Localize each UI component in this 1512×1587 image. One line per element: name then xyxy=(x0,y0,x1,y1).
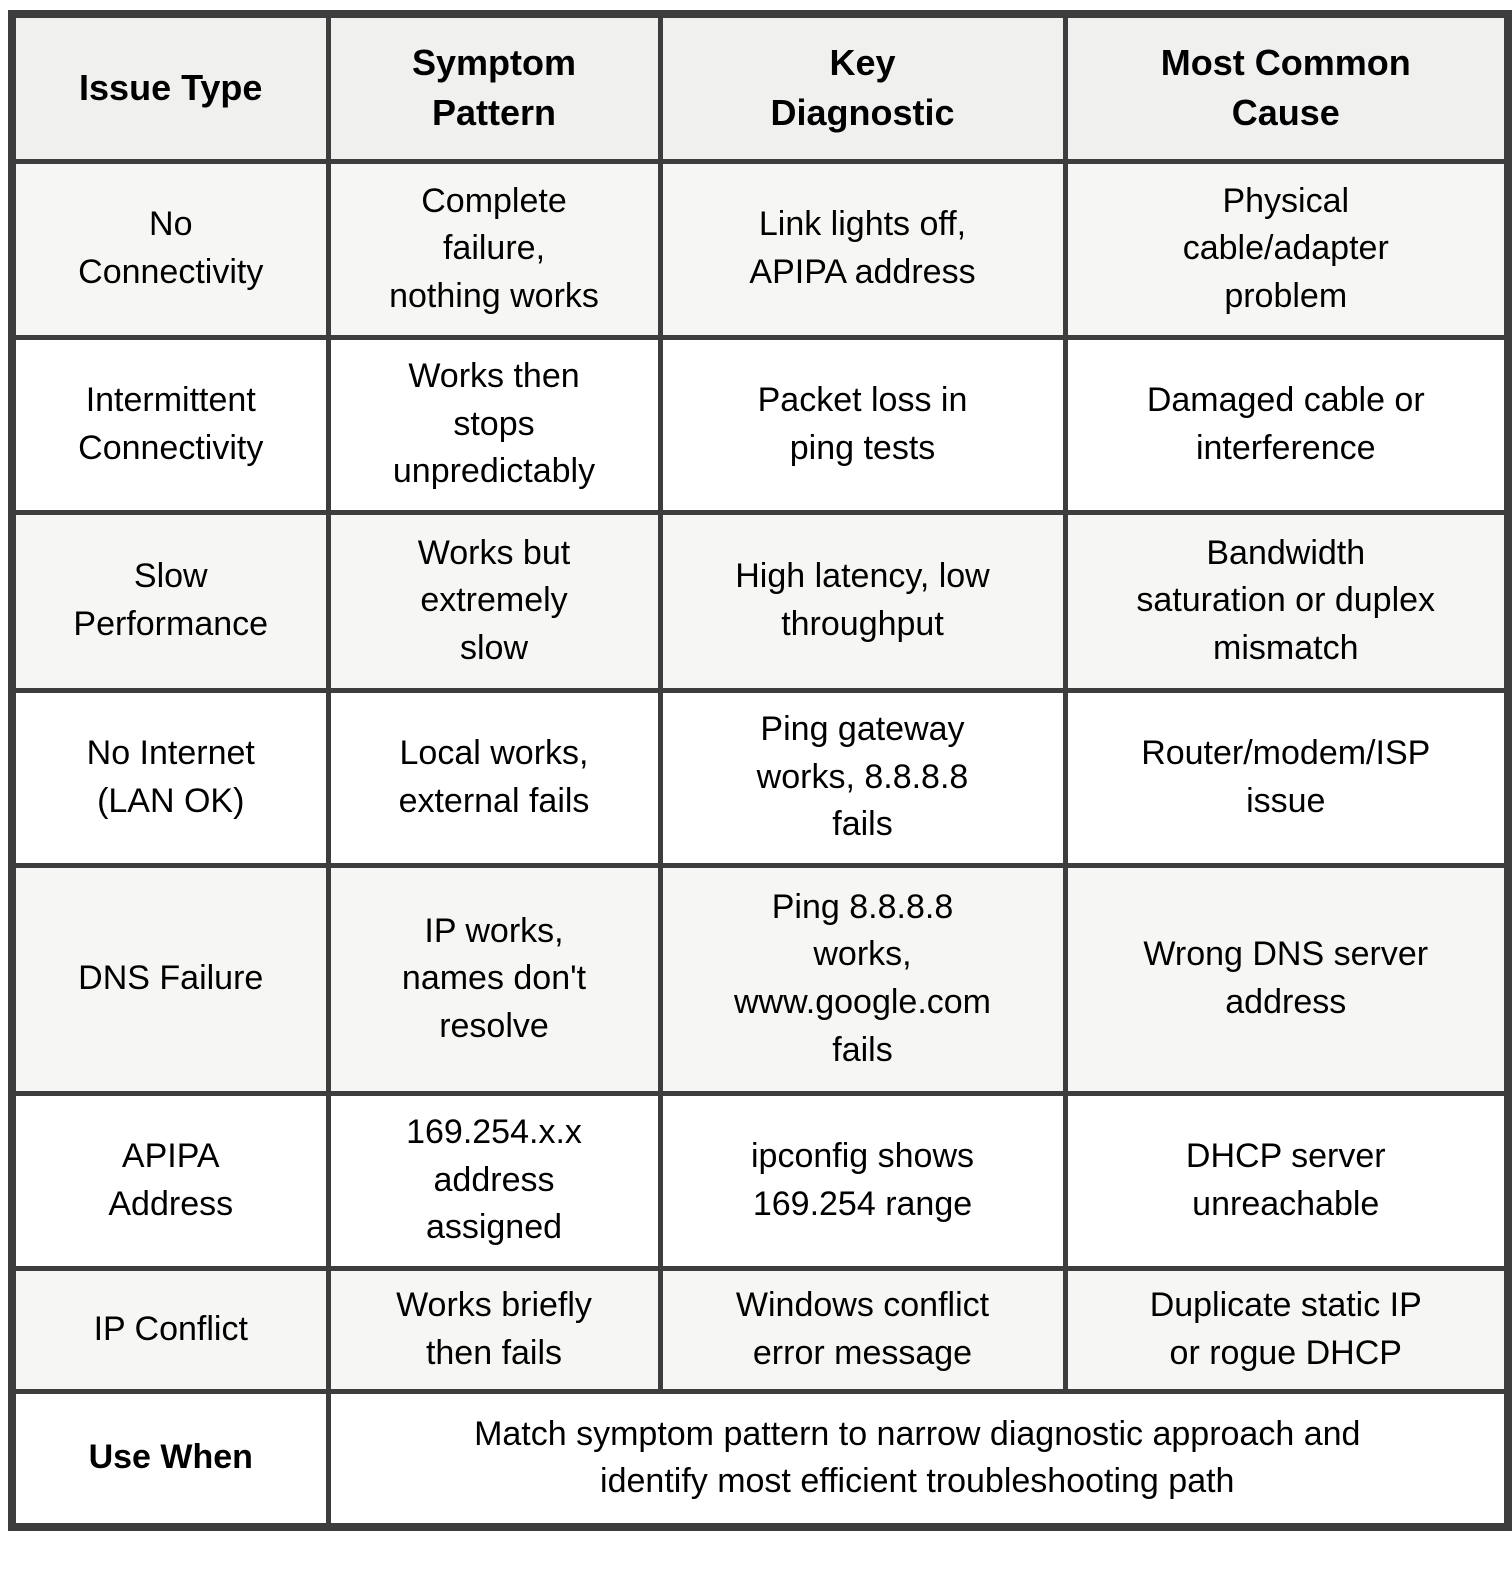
table-row-use-when: Use When Match symptom pattern to narrow… xyxy=(9,1388,1511,1530)
header-row: Issue Type Symptom Pattern Key Diagnosti… xyxy=(9,11,1511,164)
cell-key-diagnostic: ipconfig shows 169.254 range xyxy=(657,1090,1068,1271)
troubleshooting-table: Issue Type Symptom Pattern Key Diagnosti… xyxy=(8,10,1512,1531)
use-when-label: Use When xyxy=(9,1388,331,1530)
cell-issue-type: DNS Failure xyxy=(9,862,331,1096)
cell-symptom-pattern: Works then stops unpredictably xyxy=(325,334,663,515)
cell-symptom-pattern: 169.254.x.x address assigned xyxy=(325,1090,663,1271)
cell-symptom-pattern: Local works, external fails xyxy=(325,687,663,868)
cell-issue-type: No Connectivity xyxy=(9,158,331,340)
cell-most-common-cause: Wrong DNS server address xyxy=(1062,862,1511,1096)
cell-symptom-pattern: Complete failure, nothing works xyxy=(325,158,663,340)
table-row-no-internet-lan-ok: No Internet (LAN OK) Local works, extern… xyxy=(9,687,1511,868)
cell-key-diagnostic: Windows conflict error message xyxy=(657,1265,1068,1394)
cell-key-diagnostic: Ping gateway works, 8.8.8.8 fails xyxy=(657,687,1068,868)
table-row-no-connectivity: No Connectivity Complete failure, nothin… xyxy=(9,158,1511,340)
table-row-intermittent-connectivity: Intermittent Connectivity Works then sto… xyxy=(9,334,1511,515)
cell-issue-type: IP Conflict xyxy=(9,1265,331,1394)
column-header-key-diagnostic: Key Diagnostic xyxy=(657,11,1068,164)
cell-symptom-pattern: IP works, names don't resolve xyxy=(325,862,663,1096)
cell-most-common-cause: Damaged cable or interference xyxy=(1062,334,1511,515)
column-header-most-common-cause: Most Common Cause xyxy=(1062,11,1511,164)
cell-key-diagnostic: Link lights off, APIPA address xyxy=(657,158,1068,340)
use-when-description: Match symptom pattern to narrow diagnost… xyxy=(325,1388,1511,1530)
cell-most-common-cause: DHCP server unreachable xyxy=(1062,1090,1511,1271)
cell-issue-type: No Internet (LAN OK) xyxy=(9,687,331,868)
table-row-apipa-address: APIPA Address 169.254.x.x address assign… xyxy=(9,1090,1511,1271)
cell-issue-type: Slow Performance xyxy=(9,509,331,693)
cell-key-diagnostic: High latency, low throughput xyxy=(657,509,1068,693)
column-header-issue-type: Issue Type xyxy=(9,11,331,164)
table-row-dns-failure: DNS Failure IP works, names don't resolv… xyxy=(9,862,1511,1096)
cell-most-common-cause: Duplicate static IP or rogue DHCP xyxy=(1062,1265,1511,1394)
table-row-slow-performance: Slow Performance Works but extremely slo… xyxy=(9,509,1511,693)
table-row-ip-conflict: IP Conflict Works briefly then fails Win… xyxy=(9,1265,1511,1394)
cell-symptom-pattern: Works briefly then fails xyxy=(325,1265,663,1394)
cell-key-diagnostic: Ping 8.8.8.8 works, www.google.com fails xyxy=(657,862,1068,1096)
cell-symptom-pattern: Works but extremely slow xyxy=(325,509,663,693)
page-container: Issue Type Symptom Pattern Key Diagnosti… xyxy=(8,10,1512,1531)
cell-most-common-cause: Router/modem/ISP issue xyxy=(1062,687,1511,868)
cell-most-common-cause: Physical cable/adapter problem xyxy=(1062,158,1511,340)
column-header-symptom-pattern: Symptom Pattern xyxy=(325,11,663,164)
cell-most-common-cause: Bandwidth saturation or duplex mismatch xyxy=(1062,509,1511,693)
cell-key-diagnostic: Packet loss in ping tests xyxy=(657,334,1068,515)
cell-issue-type: Intermittent Connectivity xyxy=(9,334,331,515)
cell-issue-type: APIPA Address xyxy=(9,1090,331,1271)
